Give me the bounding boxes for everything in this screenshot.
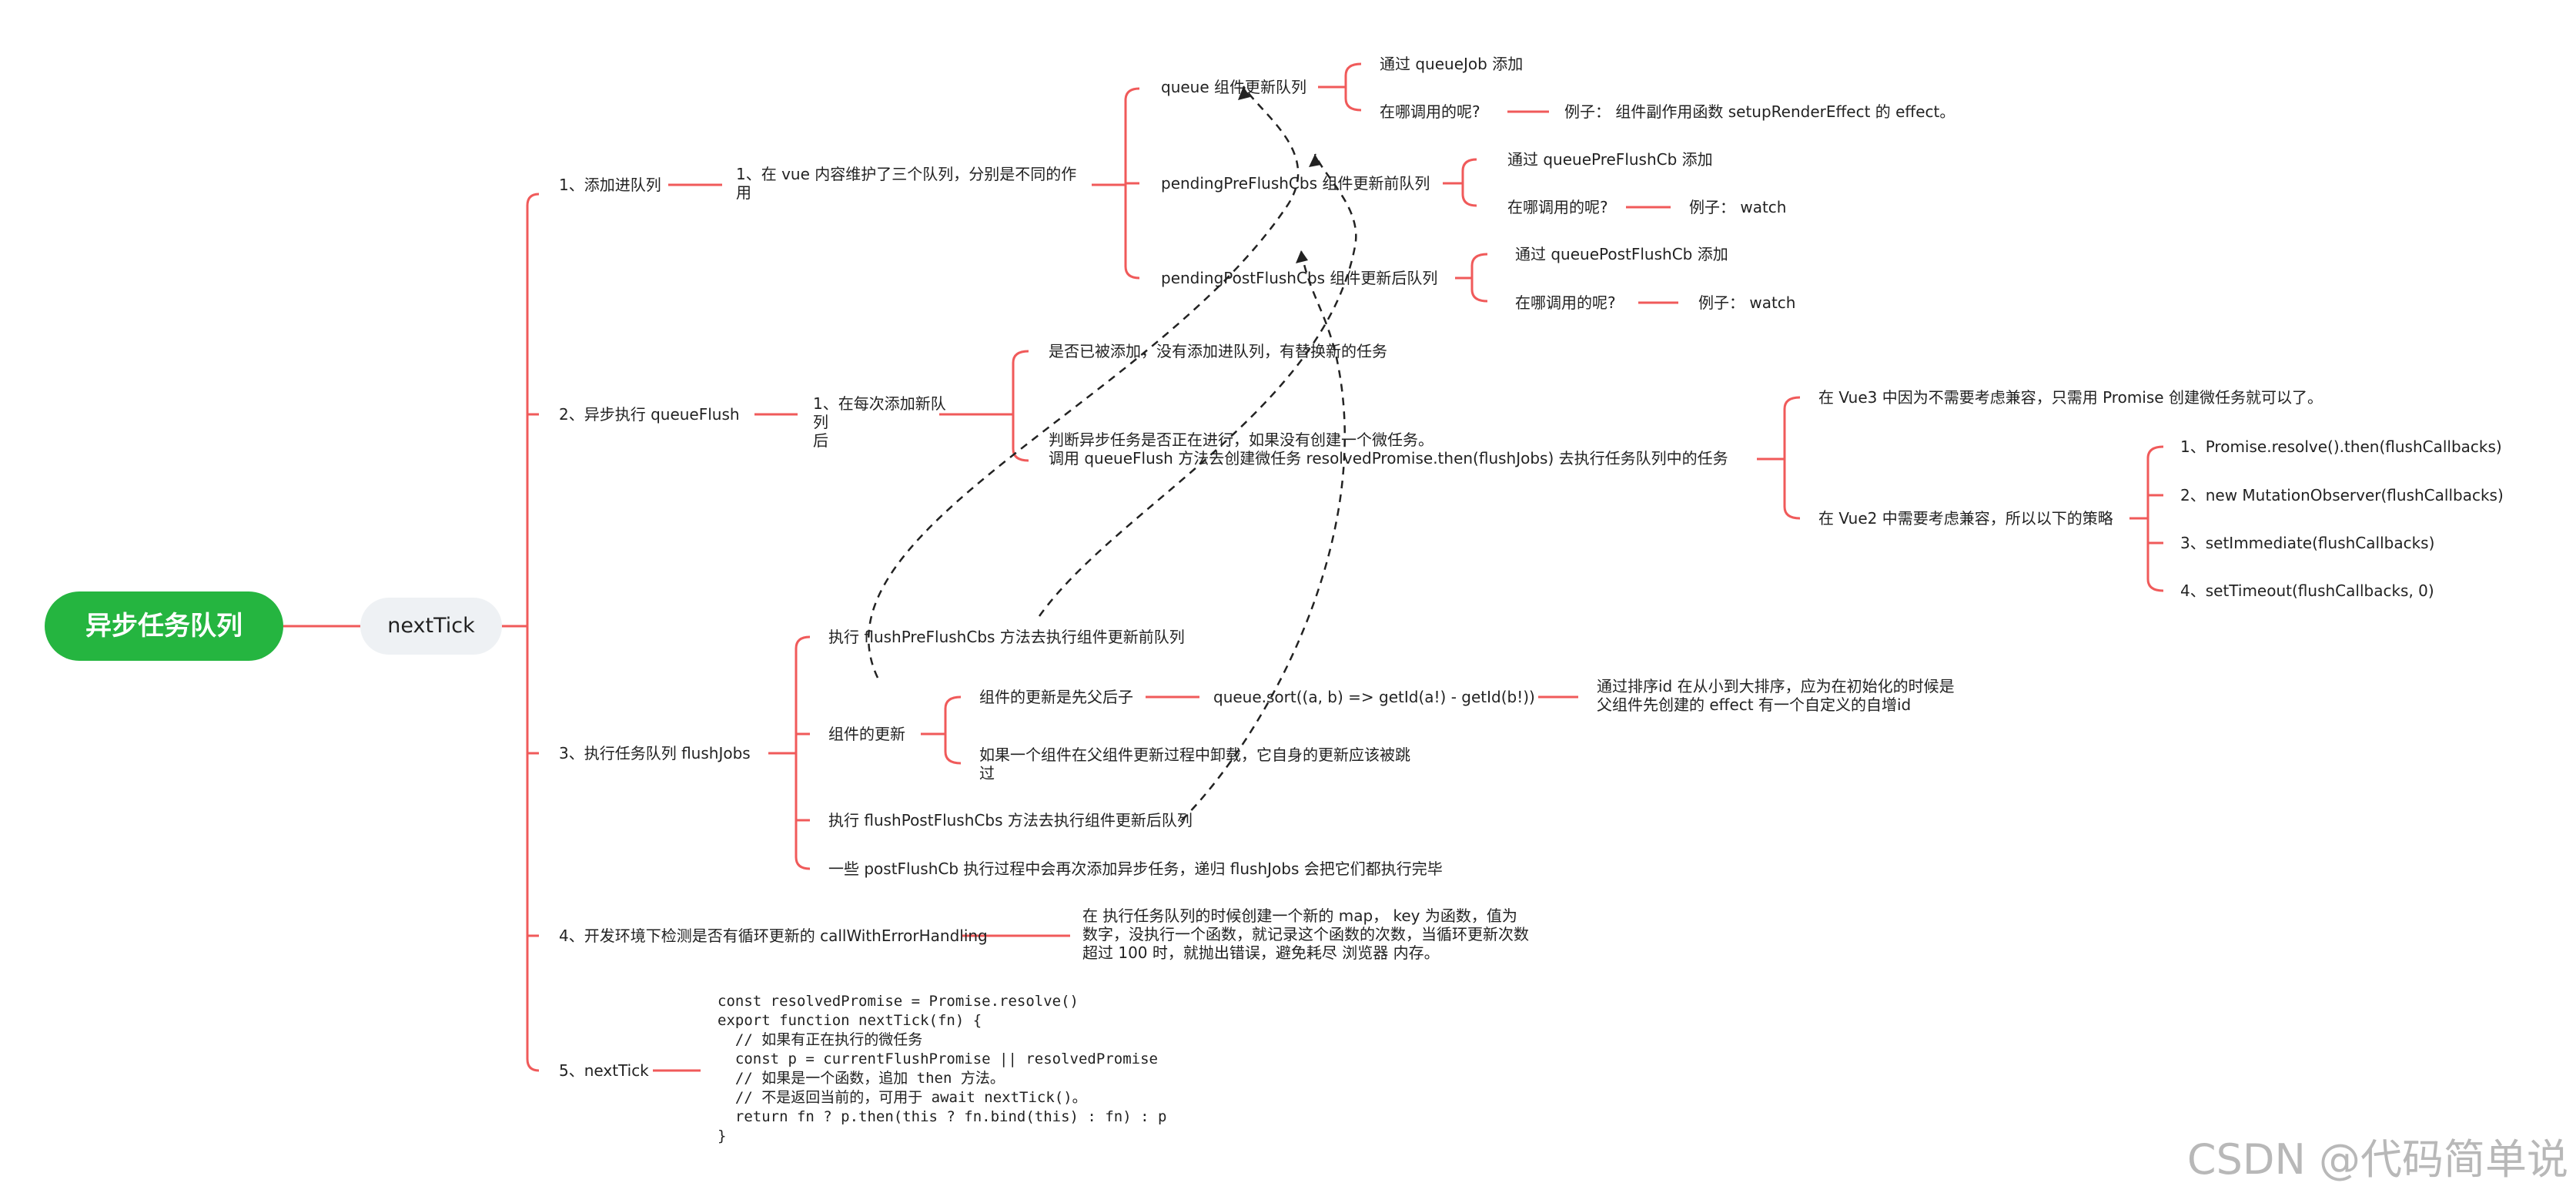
pre-queue-add-node[interactable]: 通过 queuePreFlushCb 添加 [1507, 150, 1713, 169]
dashed-arrowheads [1238, 86, 1321, 263]
judge-async-node[interactable]: 判断异步任务是否正在进行，如果没有创建一个微任务。 调用 queueFlush … [1049, 431, 1728, 467]
branch-flush-jobs[interactable]: 3、执行任务队列 flushJobs [559, 744, 751, 762]
parent-first-node[interactable]: 组件的更新是先父后子 [979, 688, 1133, 706]
three-queues-node[interactable]: 1、在 vue 内容维护了三个队列，分别是不同的作 用 [736, 165, 1077, 202]
vue2-node[interactable]: 在 Vue2 中需要考虑兼容，所以以下的策略 [1818, 509, 2113, 528]
pre-queue-where-node[interactable]: 在哪调用的呢? [1507, 198, 1608, 216]
branch-loop-check[interactable]: 4、开发环境下检测是否有循环更新的 callWithErrorHandling [559, 927, 988, 945]
strategy-mutation-observer[interactable]: 2、new MutationObserver(flushCallbacks) [2180, 486, 2504, 504]
nexttick-node[interactable]: nextTick [360, 598, 502, 655]
check-added-node[interactable]: 是否已被添加，没有添加进队列，有替换新的任务 [1049, 342, 1387, 360]
sort-node[interactable]: queue.sort((a, b) => getId(a!) - getId(b… [1213, 688, 1535, 706]
branch-queue-flush[interactable]: 2、异步执行 queueFlush [559, 405, 740, 424]
flush-pre-node[interactable]: 执行 flushPreFlushCbs 方法去执行组件更新前队列 [828, 628, 1185, 646]
post-queue-node[interactable]: pendingPostFlushCbs 组件更新后队列 [1161, 269, 1438, 287]
pre-queue-example-node[interactable]: 例子： watch [1689, 198, 1787, 216]
post-queue-example-node[interactable]: 例子： watch [1698, 293, 1796, 312]
queue-where-node[interactable]: 在哪调用的呢? [1380, 102, 1480, 121]
pre-queue-node[interactable]: pendingPreFlushCbs 组件更新前队列 [1161, 174, 1430, 193]
flush-post-node[interactable]: 执行 flushPostFlushCbs 方法去执行组件更新后队列 [828, 811, 1193, 829]
vue3-node[interactable]: 在 Vue3 中因为不需要考虑兼容，只需用 Promise 创建微任务就可以了。 [1818, 388, 2323, 407]
recursive-flush-node[interactable]: 一些 postFlushCb 执行过程中会再次添加异步任务，递归 flushJo… [828, 860, 1443, 878]
nexttick-code-node[interactable]: const resolvedPromise = Promise.resolve(… [718, 993, 1167, 1144]
strategy-set-timeout[interactable]: 4、setTimeout(flushCallbacks, 0) [2180, 581, 2434, 600]
sort-desc-node[interactable]: 通过排序id 在从小到大排序，应为在初始化的时候是 父组件先创建的 effect… [1597, 677, 1955, 714]
branch-nexttick[interactable]: 5、nextTick [559, 1061, 649, 1080]
queue-example-node[interactable]: 例子： 组件副作用函数 setupRenderEffect 的 effect。 [1564, 102, 1955, 121]
post-queue-where-node[interactable]: 在哪调用的呢? [1515, 293, 1616, 312]
strategy-set-immediate[interactable]: 3、setImmediate(flushCallbacks) [2180, 534, 2435, 552]
queue-add-node[interactable]: 通过 queueJob 添加 [1380, 55, 1524, 73]
branch-add-queue[interactable]: 1、添加进队列 [559, 176, 661, 194]
strategy-promise[interactable]: 1、Promise.resolve().then(flushCallbacks) [2180, 437, 2502, 456]
add-new-queue-node[interactable]: 1、在每次添加新队列 后 [813, 394, 946, 450]
queue-node[interactable]: queue 组件更新队列 [1161, 78, 1307, 96]
watermark: CSDN @代码简单说 [2186, 1135, 2568, 1184]
dashed-connectors [868, 85, 1357, 821]
post-queue-add-node[interactable]: 通过 queuePostFlushCb 添加 [1515, 245, 1728, 263]
component-update-node[interactable]: 组件的更新 [828, 725, 905, 743]
branch-connectors [283, 62, 2164, 1072]
loop-check-desc-node[interactable]: 在 执行任务队列的时候创建一个新的 map， key 为函数，值为 数字，没执行… [1082, 906, 1529, 962]
unmount-skip-node[interactable]: 如果一个组件在父组件更新过程中卸载，它自身的更新应该被跳 过 [979, 746, 1410, 782]
root-node[interactable]: 异步任务队列 [45, 591, 283, 661]
